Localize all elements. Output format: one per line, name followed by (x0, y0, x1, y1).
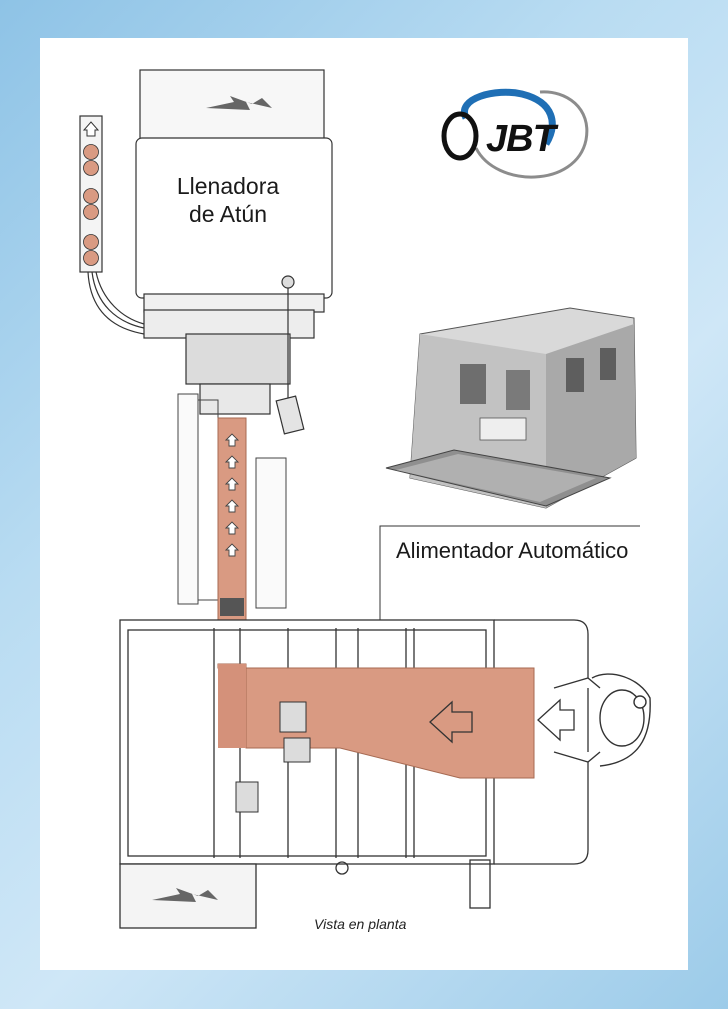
feeder-label: Alimentador Automático (396, 538, 629, 563)
filler-label: Llenadora de Atún (176, 173, 280, 227)
lightning-arrow-icon (206, 96, 272, 110)
gearbox (235, 701, 311, 813)
vertical-frame (177, 393, 287, 609)
control-panel (79, 115, 145, 335)
view-caption: Vista en planta (314, 916, 407, 932)
jbt-logo-text: JBT (486, 118, 556, 160)
bottom-motor-box (119, 863, 257, 929)
feed-input-arrow-icon (537, 698, 575, 742)
horizontal-flow-channel (217, 663, 535, 779)
filler-machine (135, 69, 333, 435)
operator-figure-icon (553, 673, 651, 767)
feeder-machine-photo (385, 307, 637, 509)
jbt-logo (441, 88, 589, 179)
feeder-leader-line (379, 525, 640, 620)
plan-view-diagram (79, 69, 651, 929)
left-arrow-icon (429, 700, 473, 744)
drawing-sheet: JBT Llenadora de Atún Alimentador Automá… (40, 38, 688, 970)
